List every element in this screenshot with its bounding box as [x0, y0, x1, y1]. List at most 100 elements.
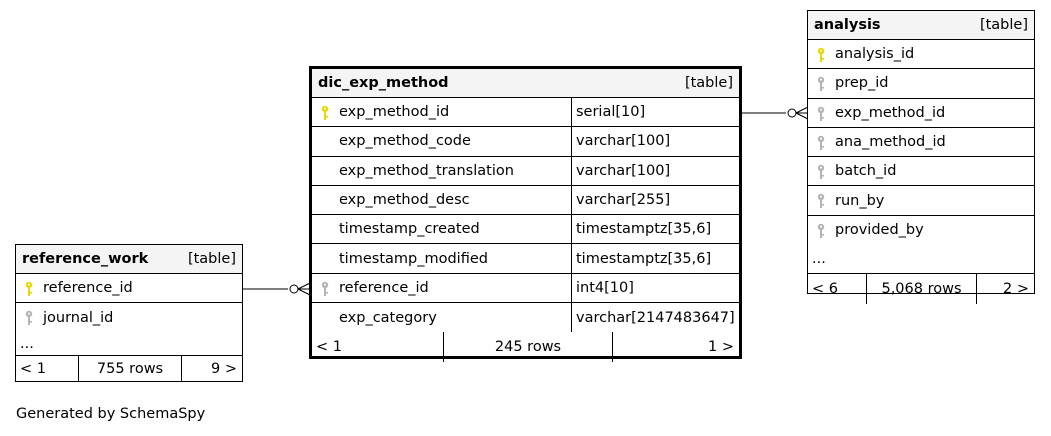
column-row[interactable]: prep_id	[808, 69, 1034, 99]
column-row[interactable]: timestamp_modified timestamptz[35,6]	[312, 244, 739, 274]
column-row[interactable]: exp_method_code varchar[100]	[312, 127, 739, 157]
table-name: reference_work	[22, 251, 149, 267]
column-name: exp_method_desc	[339, 192, 470, 209]
column-row[interactable]: reference_id int4[10]	[312, 273, 739, 304]
column-name: exp_method_code	[339, 133, 471, 150]
foreign-key-icon	[25, 310, 33, 325]
primary-key-icon	[321, 105, 329, 120]
column-name: run_by	[835, 192, 885, 209]
column-row[interactable]: reference_id	[16, 274, 242, 303]
column-type: timestamptz[35,6]	[571, 215, 739, 244]
column-name: provided_by	[835, 222, 924, 239]
column-name: timestamp_created	[339, 221, 480, 238]
column-name: analysis_id	[835, 46, 915, 63]
column-name: exp_method_id	[339, 104, 450, 121]
column-name: exp_method_translation	[339, 162, 514, 179]
table-footer: < 6 5,068 rows 2 >	[808, 274, 1034, 304]
table-analysis[interactable]: analysis [table] analysis_id prep_id exp_m…	[807, 10, 1035, 304]
column-name: batch_id	[835, 163, 897, 180]
relationship-dic-exp-method-to-reference-work	[243, 282, 311, 296]
table-header: dic_exp_method [table]	[312, 69, 739, 98]
column-type: timestamptz[35,6]	[571, 244, 739, 273]
column-row[interactable]: journal_id	[16, 303, 242, 332]
foreign-key-icon	[321, 281, 329, 296]
generated-by-caption: Generated by SchemaSpy	[16, 406, 206, 422]
row-count: 245 rows	[443, 332, 613, 362]
children-count[interactable]: 9 >	[211, 361, 237, 377]
column-name-cell: reference_id	[16, 274, 242, 302]
column-row[interactable]: exp_method_id serial[10]	[312, 98, 739, 128]
column-name-cell: exp_method_id	[312, 98, 571, 126]
column-row[interactable]: provided_by	[808, 216, 1034, 245]
table-header: analysis [table]	[808, 11, 1034, 40]
foreign-key-icon	[817, 77, 825, 92]
primary-key-icon	[817, 47, 825, 62]
foreign-key-icon	[817, 135, 825, 150]
column-name-cell: analysis_id	[808, 40, 1034, 68]
ellipsis: ...	[20, 335, 34, 352]
column-type: varchar[2147483647]	[571, 303, 739, 333]
column-name: ana_method_id	[835, 134, 946, 151]
table-kind: [table]	[187, 251, 236, 267]
column-row[interactable]: exp_method_desc varchar[255]	[312, 185, 739, 216]
more-columns-row: ...	[16, 332, 242, 356]
column-name-cell: timestamp_created	[312, 215, 571, 243]
column-name-cell: exp_method_id	[808, 99, 1034, 127]
row-count: 755 rows	[78, 356, 182, 382]
column-name-cell: ana_method_id	[808, 128, 1034, 156]
column-name: journal_id	[43, 309, 114, 326]
column-type: varchar[255]	[571, 185, 739, 215]
column-name-cell: reference_id	[312, 274, 571, 302]
table-header: reference_work [table]	[16, 245, 242, 274]
table-name: dic_exp_method	[318, 75, 449, 91]
primary-key-icon	[25, 281, 33, 296]
column-name: reference_id	[43, 280, 133, 296]
column-name-cell: journal_id	[16, 303, 242, 332]
column-row[interactable]: batch_id	[808, 157, 1034, 187]
column-type: serial[10]	[571, 98, 739, 127]
column-row[interactable]: analysis_id	[808, 40, 1034, 70]
column-name-cell: exp_method_translation	[312, 157, 571, 185]
table-dic-exp-method[interactable]: dic_exp_method [table] exp_method_id seri…	[309, 66, 742, 362]
column-name: exp_method_id	[835, 104, 946, 121]
column-name-cell: exp_category	[312, 303, 571, 332]
column-row[interactable]: run_by	[808, 186, 1034, 216]
column-name-cell: provided_by	[808, 216, 1034, 245]
column-row[interactable]: ana_method_id	[808, 128, 1034, 158]
table-kind: [table]	[684, 75, 733, 91]
column-type: int4[10]	[571, 273, 739, 303]
column-name-cell: run_by	[808, 186, 1034, 214]
column-name: prep_id	[835, 75, 889, 92]
column-row[interactable]: timestamp_created timestamptz[35,6]	[312, 215, 739, 245]
column-name: reference_id	[339, 279, 429, 296]
table-footer: < 1 755 rows 9 >	[16, 356, 242, 382]
column-name-cell: exp_method_code	[312, 127, 571, 155]
foreign-key-icon	[817, 164, 825, 180]
column-name-cell: prep_id	[808, 69, 1034, 97]
column-type: varchar[100]	[571, 127, 739, 156]
table-name: analysis	[814, 17, 881, 33]
column-name-cell: timestamp_modified	[312, 244, 571, 272]
column-name: timestamp_modified	[339, 250, 488, 267]
relationship-analysis-to-dic-exp-method	[741, 106, 809, 120]
children-count[interactable]: 2 >	[1003, 281, 1029, 298]
parents-count[interactable]: < 1	[20, 361, 46, 377]
foreign-key-icon	[817, 194, 825, 209]
foreign-key-icon	[817, 223, 825, 238]
table-kind: [table]	[979, 17, 1028, 33]
more-columns-row: ...	[808, 245, 1034, 275]
column-row[interactable]: exp_method_id	[808, 99, 1034, 128]
row-count: 5,068 rows	[866, 274, 977, 304]
column-name-cell: batch_id	[808, 157, 1034, 185]
table-footer: < 1 245 rows 1 >	[312, 332, 739, 362]
ellipsis: ...	[812, 251, 826, 268]
column-name-cell: exp_method_desc	[312, 186, 571, 214]
parents-count[interactable]: < 6	[812, 281, 838, 298]
foreign-key-icon	[817, 106, 825, 121]
children-count[interactable]: 1 >	[708, 339, 734, 356]
parents-count[interactable]: < 1	[316, 339, 342, 356]
